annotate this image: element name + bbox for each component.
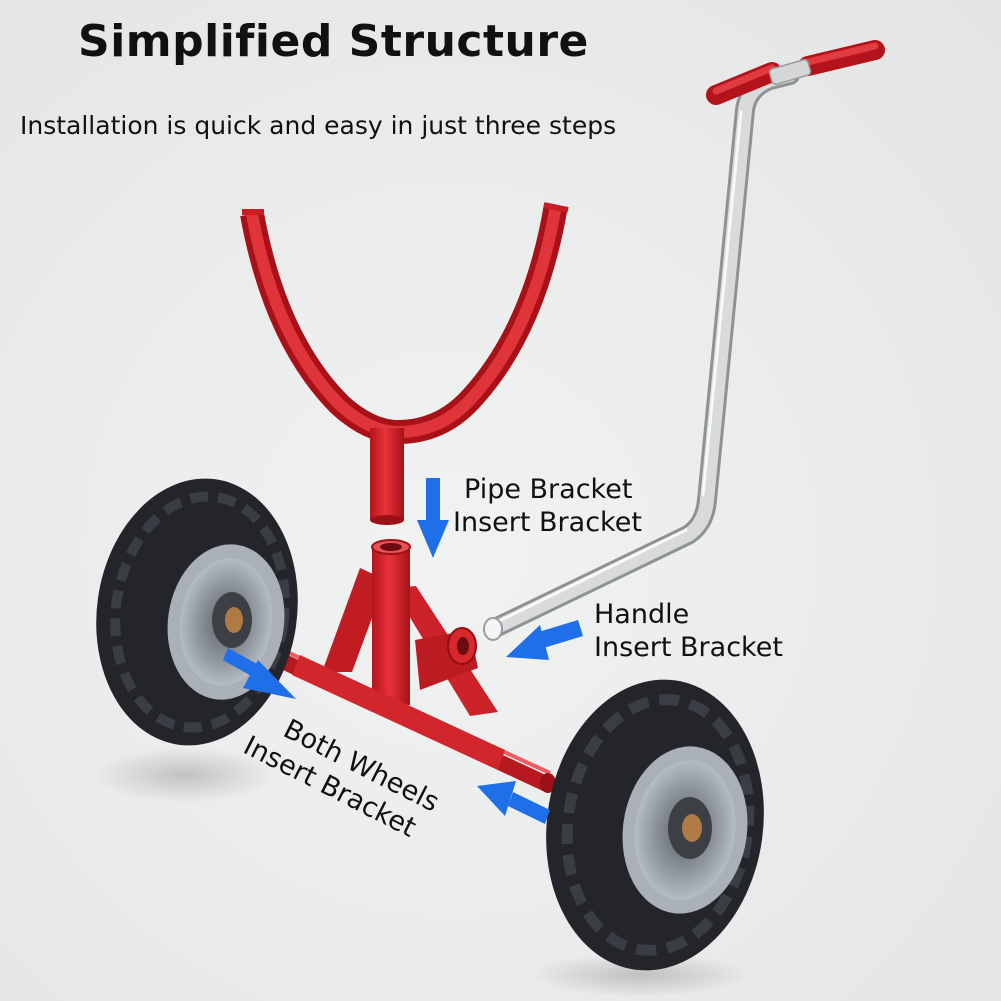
arrow-handle-icon bbox=[506, 620, 583, 660]
arrow-right-wheel-icon bbox=[477, 781, 550, 824]
arrow-pipe-icon bbox=[417, 478, 449, 558]
callout-handle-line2: Insert Bracket bbox=[594, 632, 783, 663]
handle-grip-right bbox=[798, 40, 885, 76]
pipe-bracket-stem bbox=[370, 428, 404, 520]
callout-handle: Handle Insert Bracket bbox=[594, 598, 783, 664]
base-bracket bbox=[240, 539, 556, 793]
left-wheel bbox=[96, 478, 298, 746]
handle bbox=[483, 40, 885, 641]
callout-pipe-line2: Insert Bracket bbox=[453, 507, 642, 538]
callout-handle-line1: Handle bbox=[594, 599, 690, 630]
arrow-left-wheel-icon bbox=[223, 648, 296, 699]
right-wheel-shadow bbox=[530, 953, 750, 997]
left-wheel-shadow bbox=[95, 747, 275, 803]
pipe-bracket bbox=[240, 202, 569, 525]
right-wheel bbox=[546, 679, 764, 971]
callout-pipe-bracket: Pipe Bracket Insert Bracket bbox=[453, 473, 642, 539]
page-subtitle: Installation is quick and easy in just t… bbox=[20, 111, 617, 140]
base-bracket-upright bbox=[372, 545, 410, 705]
handle-tube-end bbox=[483, 617, 503, 641]
handle-grip-left bbox=[706, 62, 782, 105]
callout-pipe-line1: Pipe Bracket bbox=[464, 474, 633, 505]
page-title: Simplified Structure bbox=[78, 16, 589, 67]
